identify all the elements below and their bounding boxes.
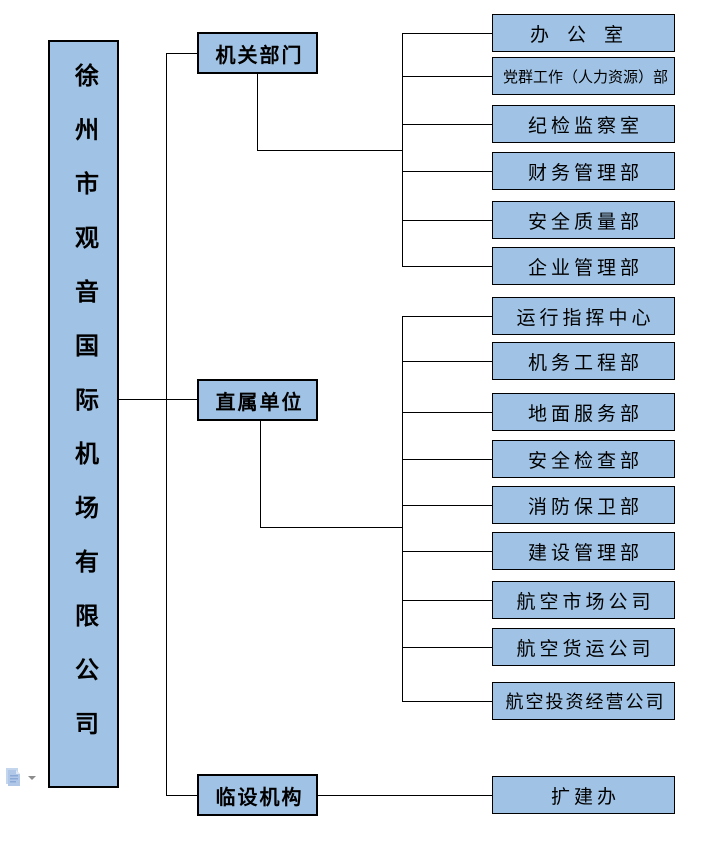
node-company-name[interactable]: 徐州市观音国际机场有限公司 <box>48 40 119 788</box>
connector-line <box>402 600 492 601</box>
node-construction-management[interactable]: 建设管理部 <box>492 532 675 570</box>
node-label: 运行指挥中心 <box>516 307 655 329</box>
connector-line <box>166 795 197 796</box>
node-category-directly-affiliated-units[interactable]: 直属单位 <box>197 379 318 421</box>
node-expansion-office[interactable]: 扩建办 <box>492 776 675 814</box>
node-air-cargo-company[interactable]: 航空货运公司 <box>492 628 675 666</box>
connector-line <box>402 361 492 362</box>
connector-line <box>402 459 492 460</box>
node-label: 机务工程部 <box>527 352 643 374</box>
node-label: 航空货运公司 <box>516 638 655 660</box>
paste-options-button[interactable] <box>4 765 38 789</box>
node-enterprise-management[interactable]: 企业管理部 <box>492 247 675 285</box>
node-fire-security[interactable]: 消防保卫部 <box>492 486 675 524</box>
node-label: 党群工作（人力资源）部 <box>502 69 668 86</box>
connector-line <box>402 701 492 702</box>
node-category-office-departments[interactable]: 机关部门 <box>197 32 318 74</box>
node-general-office[interactable]: 办公室 <box>492 14 675 52</box>
connector-line <box>402 33 403 267</box>
node-label: 安全质量部 <box>527 211 643 233</box>
dropdown-arrow-icon <box>28 776 36 780</box>
connector-line <box>166 53 167 796</box>
connector-line <box>402 266 492 267</box>
connector-line <box>402 76 492 77</box>
connector-line <box>257 150 402 151</box>
node-security-inspection[interactable]: 安全检查部 <box>492 440 675 478</box>
category-label: 临设机构 <box>215 786 304 809</box>
node-safety-quality[interactable]: 安全质量部 <box>492 201 675 239</box>
node-label: 扩建办 <box>550 786 620 808</box>
node-label: 企业管理部 <box>527 257 643 279</box>
category-label: 直属单位 <box>215 391 304 414</box>
connector-line <box>402 33 492 34</box>
category-label: 机关部门 <box>215 44 304 67</box>
connector-line <box>166 53 197 54</box>
node-discipline-inspection[interactable]: 纪检监察室 <box>492 105 675 143</box>
node-label: 财务管理部 <box>527 162 643 184</box>
connector-line <box>318 795 492 796</box>
connector-line <box>402 412 492 413</box>
node-finance-management[interactable]: 财务管理部 <box>492 152 675 190</box>
node-label: 消防保卫部 <box>527 496 643 518</box>
node-party-hr-department[interactable]: 党群工作（人力资源）部 <box>492 57 675 95</box>
node-category-temporary-organizations[interactable]: 临设机构 <box>197 774 318 816</box>
connector-line <box>260 421 261 527</box>
node-aviation-market-company[interactable]: 航空市场公司 <box>492 581 675 619</box>
node-label: 航空市场公司 <box>516 591 655 613</box>
connector-line <box>402 505 492 506</box>
connector-line <box>402 316 403 702</box>
node-label: 航空投资经营公司 <box>505 692 666 712</box>
connector-line <box>402 551 492 552</box>
connector-line <box>402 220 492 221</box>
connector-line <box>119 399 197 400</box>
node-ground-services[interactable]: 地面服务部 <box>492 393 675 431</box>
connector-line <box>257 74 258 150</box>
node-operation-command-center[interactable]: 运行指挥中心 <box>492 297 675 335</box>
node-aviation-investment-company[interactable]: 航空投资经营公司 <box>492 682 675 720</box>
company-name-label: 徐州市观音国际机场有限公司 <box>70 63 97 765</box>
node-label: 地面服务部 <box>527 403 643 425</box>
node-label: 建设管理部 <box>527 542 643 564</box>
node-label: 办公室 <box>529 24 641 46</box>
connector-line <box>402 171 492 172</box>
connector-line <box>402 316 492 317</box>
node-maintenance-engineering[interactable]: 机务工程部 <box>492 342 675 380</box>
connector-line <box>260 527 402 528</box>
paste-options-icon <box>6 768 36 786</box>
connector-line <box>402 647 492 648</box>
connector-line <box>402 124 492 125</box>
node-label: 纪检监察室 <box>527 115 643 137</box>
node-label: 安全检查部 <box>527 450 643 472</box>
